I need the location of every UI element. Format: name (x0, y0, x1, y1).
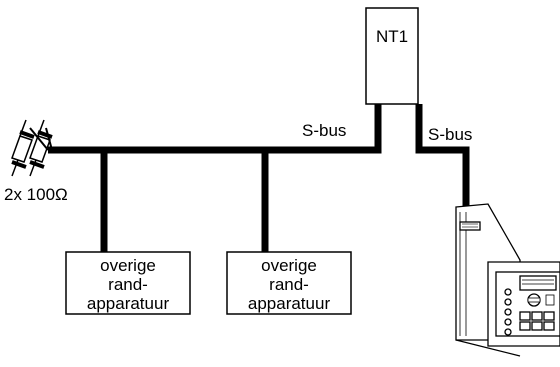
s-bus-main: S-bus (48, 104, 382, 154)
device-2-line-3: apparatuur (248, 294, 331, 313)
s-bus-terminal: S-bus (415, 104, 472, 207)
terminator-resistors-icon (11, 119, 53, 177)
device-2-line-1: overige (261, 256, 317, 275)
device-1-line-3: apparatuur (87, 294, 170, 313)
nt1-label: NT1 (376, 27, 408, 46)
device-2-line-2: rand- (269, 275, 309, 294)
s-bus-terminal-line (415, 104, 470, 207)
s-bus-main-line (48, 104, 382, 154)
terminator-label: 2x 100Ω (4, 185, 68, 204)
device-box-1: overige rand- apparatuur (65, 251, 191, 315)
device-box-2: overige rand- apparatuur (226, 251, 352, 315)
device-1-line-1: overige (100, 256, 156, 275)
s-bus-right-label: S-bus (428, 125, 472, 144)
isdn-terminal-icon (455, 203, 560, 357)
s-bus-left-label: S-bus (302, 121, 346, 140)
device-1-line-2: rand- (108, 275, 148, 294)
nt1-box (365, 7, 419, 105)
nt1-unit: NT1 (365, 7, 419, 105)
